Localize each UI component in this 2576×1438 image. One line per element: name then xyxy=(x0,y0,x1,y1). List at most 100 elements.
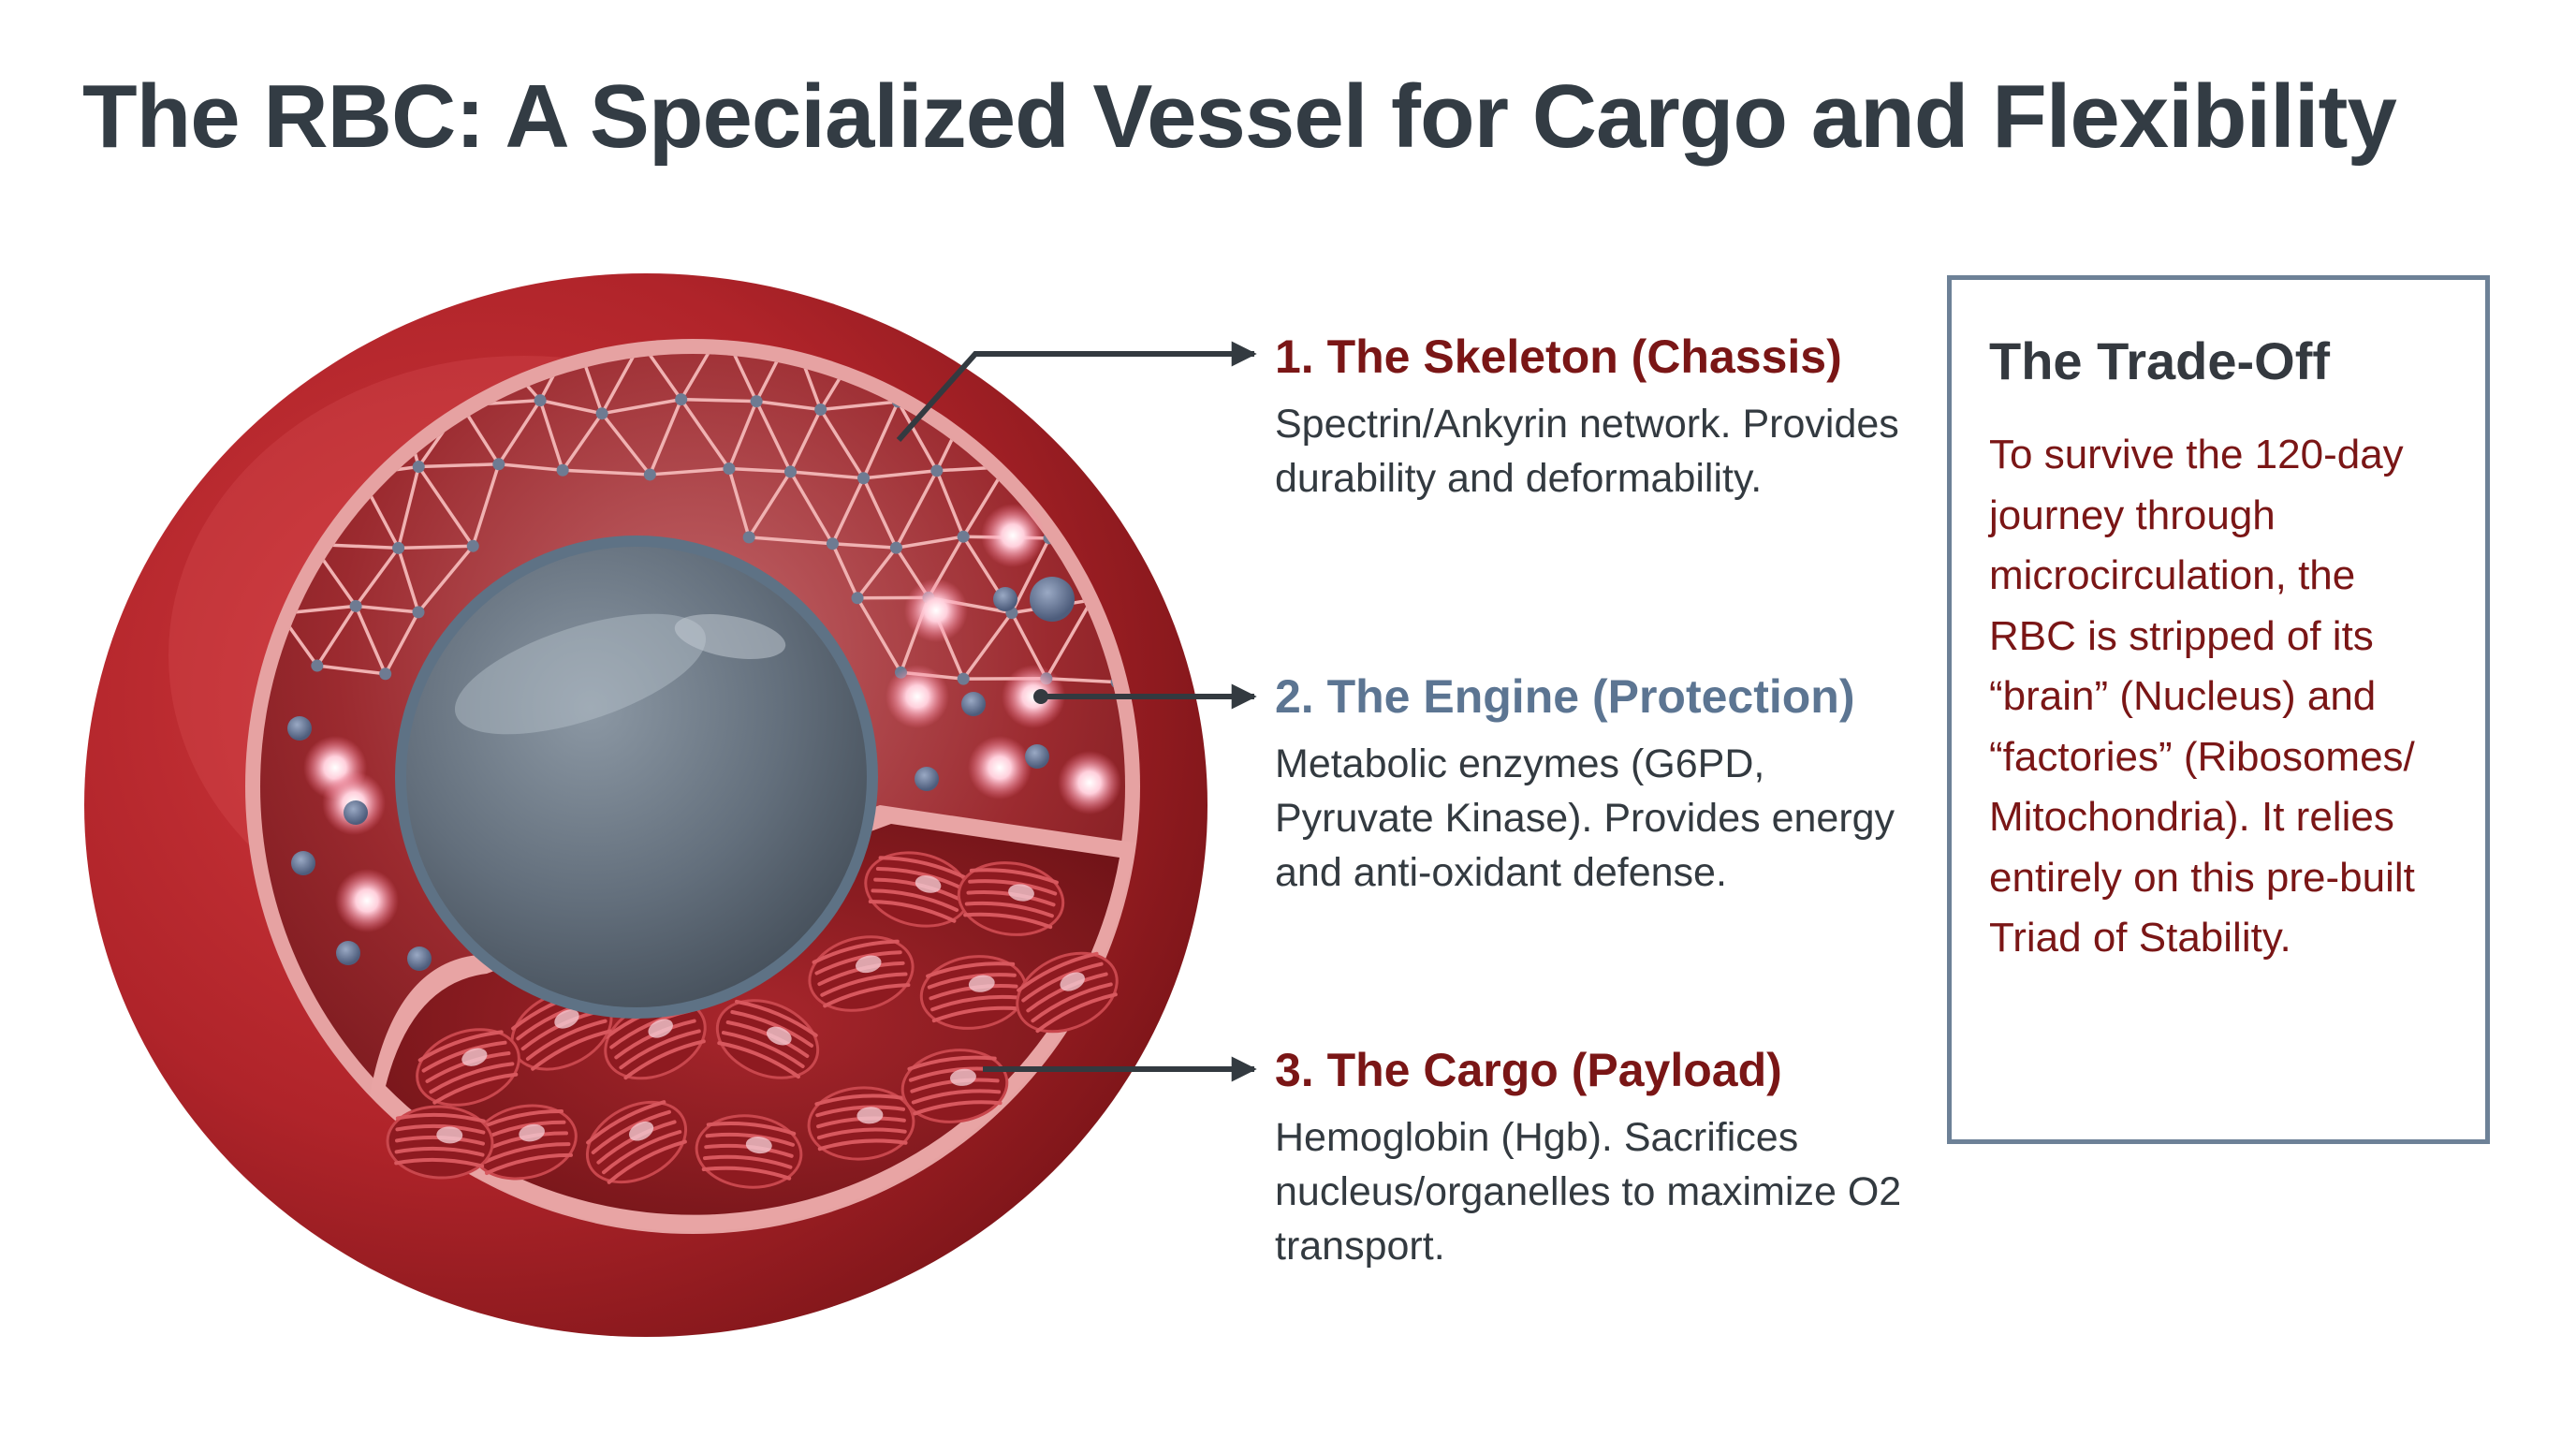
spectrin-strand xyxy=(830,477,866,546)
spectrin-strand xyxy=(417,464,475,548)
ankyrin-node xyxy=(1083,459,1096,472)
spectrin-strand xyxy=(497,398,542,466)
spectrin-strand xyxy=(961,610,1014,681)
spectrin-strand xyxy=(354,604,388,676)
spectrin-strand xyxy=(1002,354,1044,414)
hemoglobin-molecule xyxy=(695,1114,803,1189)
enzyme-dot xyxy=(993,587,1017,611)
ankyrin-node xyxy=(957,530,970,543)
arrow-engine-dot xyxy=(1033,689,1048,704)
enzyme-dot xyxy=(915,767,939,791)
spectrin-strand xyxy=(754,354,794,404)
spectrin-strand xyxy=(538,398,604,416)
hemoglobin-molecule xyxy=(900,1049,1009,1123)
spectrin-strand xyxy=(754,399,823,412)
callout-cargo-heading: 3. The Cargo (Payload) xyxy=(1275,1044,1782,1096)
ankyrin-node xyxy=(412,606,425,619)
spectrin-strand xyxy=(396,544,475,550)
ankyrin-node xyxy=(933,330,945,343)
callout-engine: 2. The Engine (Protection) Metabolic enz… xyxy=(1275,669,1911,900)
hemoglobin-molecule xyxy=(807,1086,915,1161)
ankyrin-node xyxy=(784,465,798,478)
spectrin-strand xyxy=(754,399,793,474)
enzyme-glow xyxy=(904,579,968,642)
arrow-skeleton xyxy=(896,341,1257,442)
ankyrin-node xyxy=(595,407,608,420)
ankyrin-node xyxy=(379,668,392,681)
enzyme-dot xyxy=(291,851,315,875)
spectrin-strand xyxy=(788,470,866,480)
spectrin-strand xyxy=(679,397,731,471)
spectrin-strand xyxy=(861,477,899,550)
enzyme-glow xyxy=(981,504,1045,567)
spectrin-strand xyxy=(727,466,751,539)
spectrin-strand xyxy=(679,397,758,404)
ankyrin-node xyxy=(857,472,871,485)
ankyrin-node xyxy=(675,393,688,406)
ankyrin-node xyxy=(826,537,839,550)
spectrin-strand xyxy=(315,604,358,668)
spectrin-strand xyxy=(281,332,345,338)
ankyrin-node xyxy=(534,394,547,407)
ankyrin-node xyxy=(1113,393,1125,406)
callout-engine-heading: 2. The Engine (Protection) xyxy=(1275,670,1855,723)
enzyme-dot xyxy=(407,946,432,971)
enzyme-glow xyxy=(335,869,399,932)
hemoglobin-molecule xyxy=(604,998,707,1080)
hemoglobin-molecule xyxy=(1016,951,1119,1034)
callout-skeleton-heading: 1. The Skeleton (Chassis) xyxy=(1275,330,1842,383)
spectrin-strand xyxy=(679,354,724,402)
spectrin-strand xyxy=(354,546,401,609)
callout-skeleton: 1. The Skeleton (Chassis) Spectrin/Ankyr… xyxy=(1275,330,1911,506)
enzyme-dot xyxy=(1025,744,1049,769)
spectrin-strand xyxy=(1039,397,1122,414)
ankyrin-node xyxy=(851,592,864,605)
hemoglobin-cluster xyxy=(386,851,1119,1189)
spectrin-strand xyxy=(600,411,652,477)
ankyrin-node xyxy=(957,672,970,685)
spectrin-strand xyxy=(896,400,939,473)
enzyme-dot xyxy=(344,800,368,825)
tradeoff-heading: The Trade-Off xyxy=(1989,331,2331,390)
hemoglobin-molecule xyxy=(808,935,915,1012)
ankyrin-node xyxy=(750,395,763,408)
spectrin-strand xyxy=(747,536,835,546)
ankyrin-node xyxy=(814,403,827,416)
ankyrin-node xyxy=(311,659,324,672)
spectrin-strand xyxy=(747,470,793,539)
ankyrin-node xyxy=(392,541,405,554)
spectrin-strand xyxy=(1045,598,1093,681)
enzyme-dot xyxy=(961,692,986,716)
spectrin-strand xyxy=(856,595,903,675)
spectrin-strand xyxy=(315,664,388,676)
hemoglobin-molecule xyxy=(386,1105,494,1180)
spectrin-strand xyxy=(471,462,501,548)
spectrin-strand xyxy=(788,470,835,546)
ankyrin-node xyxy=(492,458,505,471)
spectrin-strand xyxy=(894,535,965,550)
spectrin-strand xyxy=(1088,397,1122,467)
ankyrin-node xyxy=(643,468,656,481)
ankyrin-node xyxy=(998,323,1010,335)
spectrin-strand xyxy=(861,469,939,480)
spectrin-strand xyxy=(939,329,1003,337)
spectrin-strand xyxy=(396,546,420,614)
spectrin-strand xyxy=(1010,536,1051,615)
spectrin-strand xyxy=(600,397,683,416)
callout-cargo-body: Hemoglobin (Hgb). Sacrifices nucleus/org… xyxy=(1275,1115,1902,1269)
spectrin-strand xyxy=(417,544,475,614)
nucleus-highlight xyxy=(454,613,707,735)
ankyrin-node xyxy=(742,531,755,544)
spectrin-strand xyxy=(894,469,939,550)
spectrin-strand xyxy=(648,397,683,477)
enzyme-particles xyxy=(287,504,1121,971)
callout-engine-body: Metabolic enzymes (G6PD, Pyruvate Kinase… xyxy=(1275,741,1895,895)
hemoglobin-molecule xyxy=(585,1100,688,1184)
spectrin-strand xyxy=(417,462,501,469)
spectrin-strand xyxy=(856,546,899,600)
spectrin-strand xyxy=(830,541,899,550)
spectrin-strand xyxy=(538,398,564,472)
spectrin-strand xyxy=(830,541,859,600)
spectrin-strand xyxy=(1003,329,1093,345)
